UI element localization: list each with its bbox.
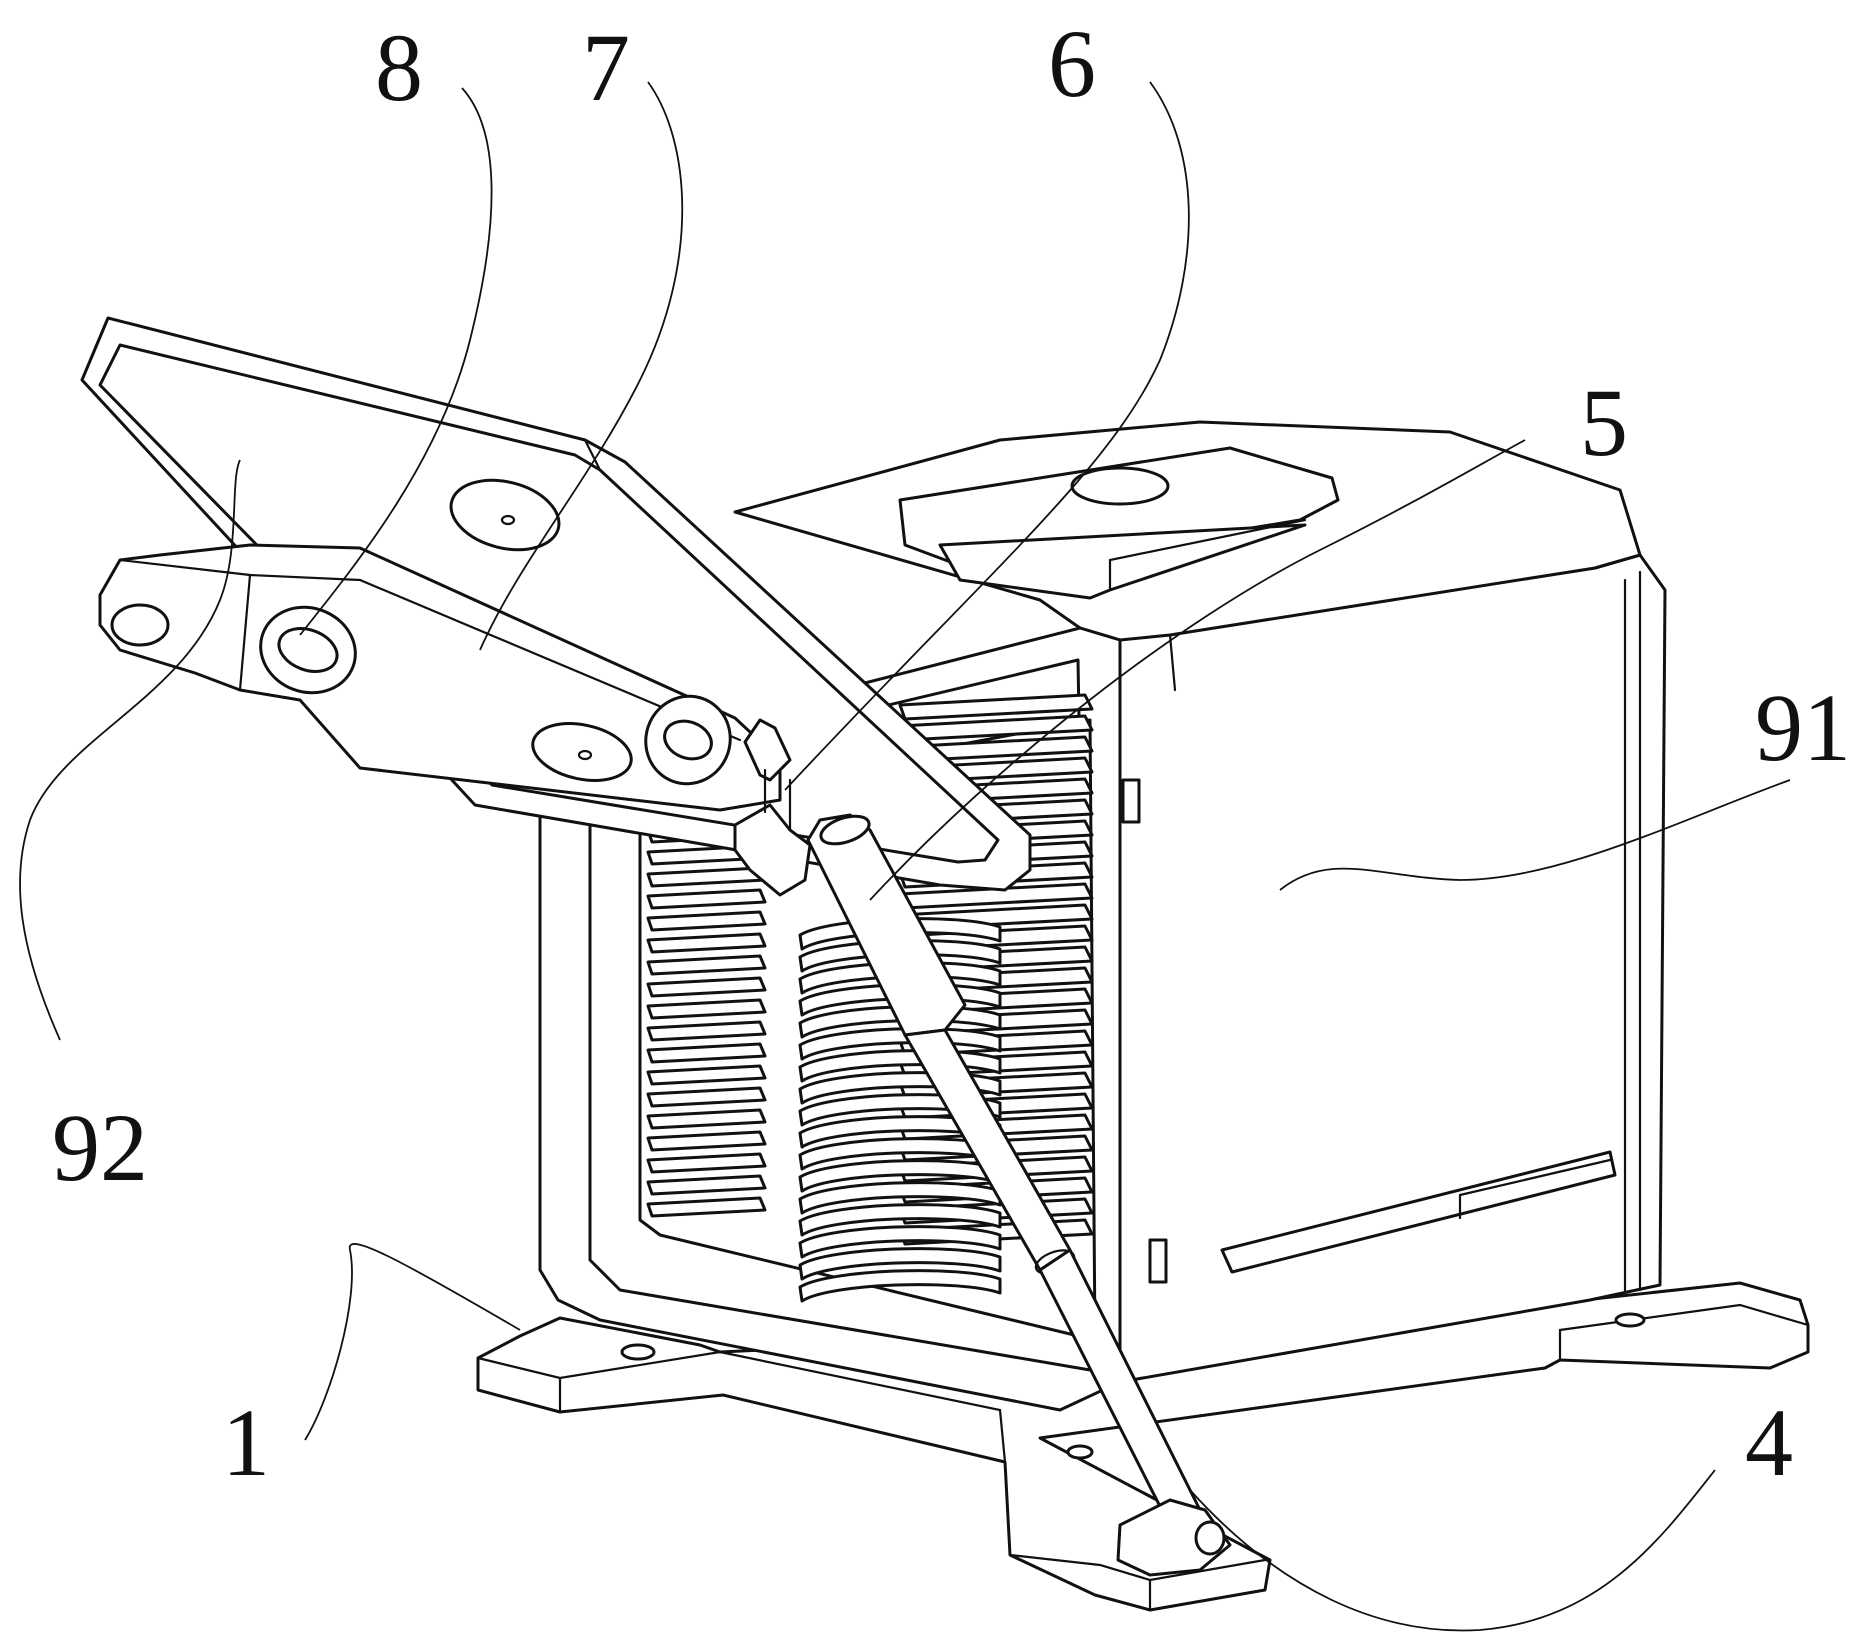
base-plate [476, 1281, 1810, 1612]
leader-6 [784, 81, 1190, 791]
label-6: 6 [1048, 10, 1096, 117]
leader-92 [19, 459, 241, 1041]
leader-5 [869, 439, 1526, 901]
fin [646, 1042, 767, 1064]
leader-91 [1279, 779, 1791, 891]
coil-turn [798, 1225, 1002, 1259]
coil-turn [798, 1269, 1002, 1303]
label-1: 1 [222, 1389, 270, 1496]
leader-7 [479, 81, 684, 651]
leader-8 [299, 87, 493, 636]
fin [646, 910, 767, 932]
fin [898, 693, 1094, 721]
fin [646, 998, 767, 1020]
label-8: 8 [375, 14, 423, 121]
label-91: 91 [1755, 674, 1851, 781]
fin [646, 1174, 767, 1196]
gas-strut-5 [806, 813, 1076, 1275]
fin [646, 954, 767, 976]
coil-turn [798, 1181, 1002, 1215]
leader-1 [304, 1243, 521, 1441]
link-plate-7 [98, 543, 782, 812]
mounting-hole [620, 1343, 656, 1361]
fin [646, 932, 767, 954]
coil-turn [798, 939, 1002, 973]
fin [646, 976, 767, 998]
housing-shell-91 [578, 420, 1667, 1384]
coil-turn [798, 961, 1002, 995]
top-connector [898, 446, 1340, 600]
label-5: 5 [1580, 369, 1628, 476]
coil-turn [798, 1203, 1002, 1237]
pin-boss-8 [259, 605, 732, 786]
fin [646, 1086, 767, 1108]
label-4: 4 [1745, 1389, 1793, 1496]
fin [646, 1064, 767, 1086]
hinge-bracket-6 [733, 718, 812, 897]
fin [646, 1020, 767, 1042]
label-92: 92 [52, 1094, 148, 1201]
fin [646, 1130, 767, 1152]
reference-labels: 8 7 6 5 91 92 1 4 [52, 10, 1851, 1496]
coil-winding [798, 917, 1002, 1303]
fin [646, 1196, 767, 1218]
mounting-hole [1614, 1312, 1646, 1328]
coil-turn [798, 1247, 1002, 1281]
fin [646, 888, 767, 910]
fin [646, 1152, 767, 1174]
mounting-hole [1066, 1444, 1094, 1460]
fin-stack-left [646, 822, 767, 1218]
support-rod-4 [1038, 1248, 1232, 1577]
leader-4 [1189, 1469, 1716, 1632]
fin [646, 1108, 767, 1130]
label-7: 7 [582, 14, 630, 121]
leader-lines [19, 81, 1791, 1632]
